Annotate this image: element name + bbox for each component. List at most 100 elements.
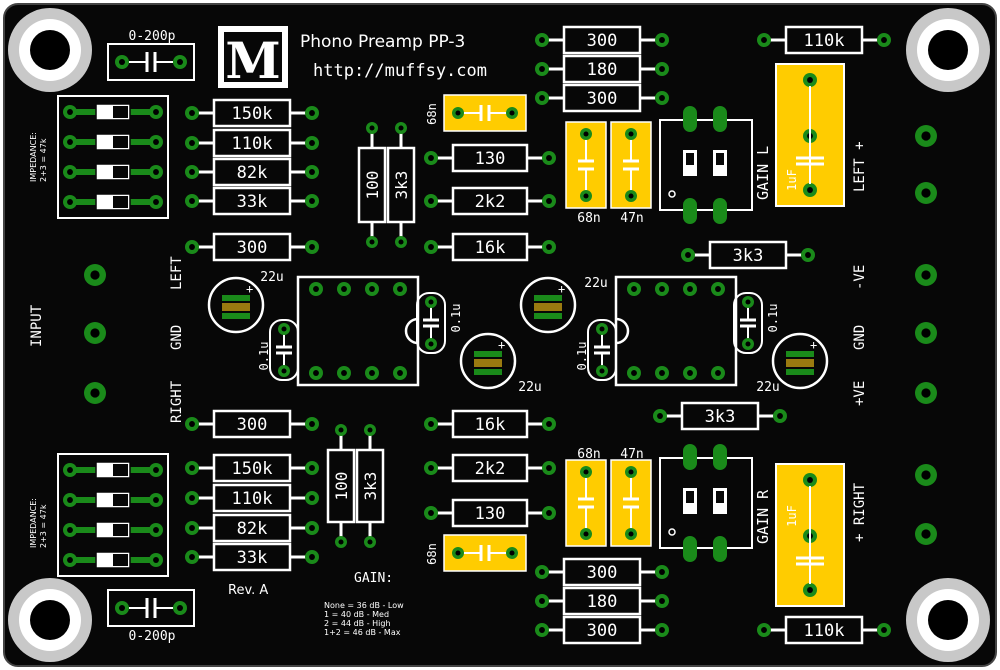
plus-sign: +	[558, 282, 565, 296]
component-value-label: 3k3	[733, 246, 764, 266]
input-terminal-left[interactable]	[84, 264, 106, 286]
gain-switch-right[interactable]	[659, 444, 753, 562]
plus-sign: +	[498, 338, 505, 352]
pcb-drill	[153, 557, 159, 563]
resistor-100-top: 100	[357, 122, 387, 248]
pcb-drill	[687, 370, 693, 376]
pcb-drill	[313, 286, 319, 292]
logo-letter: M	[225, 31, 280, 90]
pcb-drill	[659, 66, 665, 72]
component-value-label: 300	[587, 89, 618, 109]
resistor-110k-bottom: 110k	[185, 483, 319, 513]
left-output-label: LEFT +	[852, 141, 868, 192]
resistor-16k-bottom: 16k	[424, 409, 556, 439]
pcb-drill	[805, 252, 811, 258]
pcb-drill	[338, 427, 344, 433]
pcb-drill	[153, 527, 159, 533]
pcb-drill	[659, 569, 665, 575]
component-value-label: 68n	[425, 543, 439, 565]
resistor-33k-bottom: 33k	[185, 542, 319, 572]
pcb-drill	[428, 155, 434, 161]
right-output-label: + RIGHT	[852, 482, 868, 542]
component-value-label: 3k3	[361, 472, 380, 501]
cap-1uf-top	[775, 63, 845, 207]
cap-0.1u-2	[269, 319, 299, 381]
resistor-100-bottom: 100	[326, 424, 356, 548]
pcb-drill	[189, 140, 195, 146]
output-terminal-left-gnd[interactable]	[915, 182, 937, 204]
impedance-bottom-label-2: 2+3 = 47k	[39, 504, 48, 548]
power-terminal-neg[interactable]	[915, 264, 937, 286]
electrolytic-22u-1: +	[207, 276, 265, 334]
plus-sign: +	[246, 282, 253, 296]
right-input-label: RIGHT	[169, 380, 185, 423]
pcb-drill	[921, 188, 931, 198]
cap-68n-vertical-top	[565, 121, 607, 209]
impedance-dip-switch-bottom[interactable]	[57, 453, 169, 577]
component-value-label: 16k	[475, 238, 506, 258]
resistor-150k-bottom: 150k	[185, 453, 319, 483]
pcb-drill	[309, 525, 315, 531]
power-terminal-gnd[interactable]	[915, 322, 937, 344]
input-terminal-right[interactable]	[84, 382, 106, 404]
pcb-drill	[659, 627, 665, 633]
pcb-drill	[67, 557, 73, 563]
pcb-drill	[509, 110, 515, 116]
pcb-drill	[397, 370, 403, 376]
pcb-drill	[153, 109, 159, 115]
pcb-drill	[583, 469, 589, 475]
component-value-label: 110k	[804, 621, 845, 641]
resistor-300-right: 300	[185, 409, 319, 439]
resistor-16k-top: 16k	[424, 232, 556, 262]
pcb-drill	[659, 95, 665, 101]
gain-table-row: 2 = 44 dB - High	[324, 619, 391, 628]
neg-ve-label: -VE	[852, 265, 868, 290]
component-value-label: 47n	[620, 447, 643, 462]
gain-switch-left[interactable]	[659, 106, 753, 224]
pcb-drill	[153, 199, 159, 205]
cap-47n-vertical-top	[610, 121, 652, 209]
power-terminal-pos[interactable]	[915, 382, 937, 404]
resistor-82k-top: 82k	[185, 157, 319, 187]
resistor-82k-bottom: 82k	[185, 513, 319, 543]
pcb-drill	[881, 37, 887, 43]
resistor-110k-out-top: 110k	[757, 25, 891, 55]
cap-0-200p-top-label: 0-200p	[129, 29, 176, 44]
resistor-300-left: 300	[185, 232, 319, 262]
pcb-drill	[189, 421, 195, 427]
output-terminal-left-plus[interactable]	[915, 125, 937, 147]
resistor-300-top-b: 300	[535, 83, 669, 113]
pcb-drill	[67, 169, 73, 175]
pcb-drill	[90, 328, 100, 338]
impedance-dip-switch-top[interactable]	[57, 95, 169, 219]
component-value-label: 22u	[756, 380, 779, 395]
component-value-label: 300	[587, 31, 618, 51]
pcb-drill	[546, 465, 552, 471]
pcb-drill	[428, 465, 434, 471]
output-terminal-right-plus[interactable]	[915, 523, 937, 545]
resistor-110k-top: 110k	[185, 128, 319, 158]
pcb-drill	[189, 495, 195, 501]
pcb-drill	[428, 510, 434, 516]
pcb-drill	[153, 169, 159, 175]
pcb-drill	[428, 299, 434, 305]
gain-table-heading: GAIN:	[354, 571, 393, 586]
pcb-drill	[341, 370, 347, 376]
component-value-label: 3k3	[705, 407, 736, 427]
resistor-300-bottom-b: 300	[535, 615, 669, 645]
pcb-drill	[628, 531, 634, 537]
resistor-3k3-bottom: 3k3	[355, 424, 385, 548]
pcb-drill	[745, 299, 751, 305]
pcb-drill	[761, 627, 767, 633]
pcb-drill	[546, 421, 552, 427]
pcb-drill	[921, 328, 931, 338]
electrolytic-22u-3: +	[519, 276, 577, 334]
pcb-drill	[659, 370, 665, 376]
pcb-drill	[367, 539, 373, 545]
pcb-drill	[455, 550, 461, 556]
component-value-label: 150k	[232, 459, 273, 479]
output-terminal-right-gnd[interactable]	[915, 464, 937, 486]
resistor-180-bottom: 180	[535, 586, 669, 616]
input-terminal-gnd[interactable]	[84, 322, 106, 344]
component-value-label: 300	[587, 621, 618, 641]
